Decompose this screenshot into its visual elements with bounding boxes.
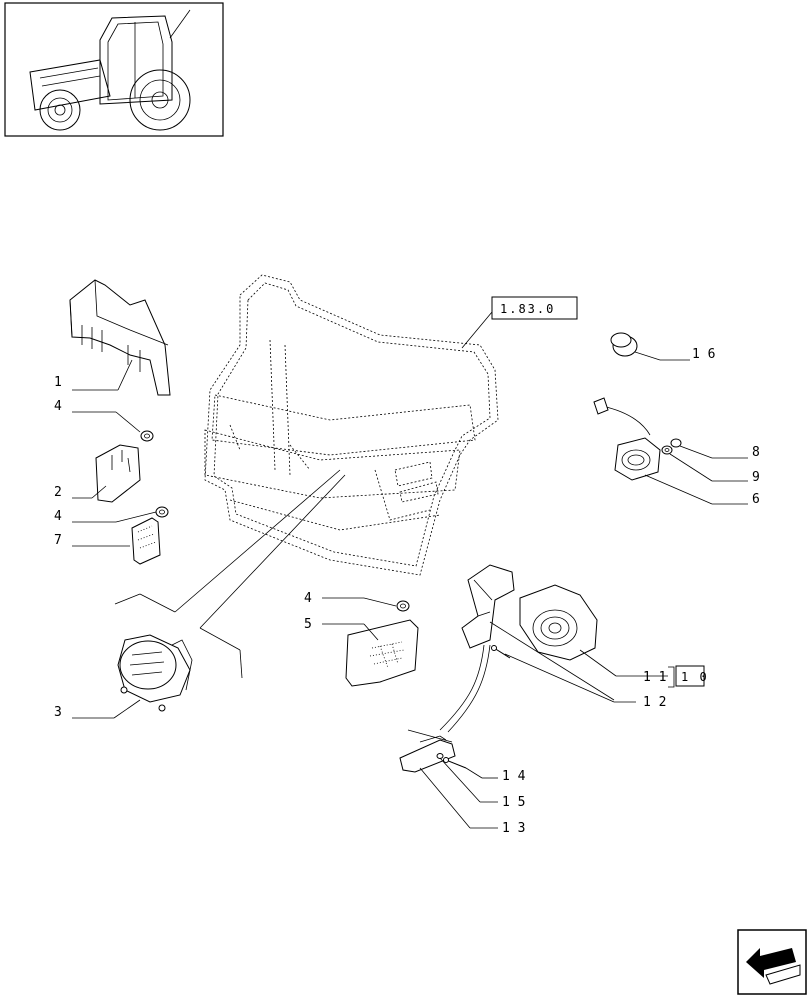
callout-9: 9 [752, 470, 760, 485]
next-page-arrow-icon[interactable] [737, 929, 807, 995]
part-3-work-light[interactable] [117, 634, 193, 712]
callout-11: 1 1 [643, 670, 666, 685]
tractor-thumbnail-icon [4, 2, 224, 137]
callout-15: 1 5 [502, 795, 525, 810]
callout-4c: 4 [304, 591, 312, 606]
group-reference-label: 1 0 [681, 670, 709, 684]
callout-13: 1 3 [502, 821, 525, 836]
callout-1: 1 [54, 375, 62, 390]
cab-frame [204, 274, 499, 576]
callout-3: 3 [54, 705, 62, 720]
callout-14: 1 4 [502, 769, 526, 784]
callout-8: 8 [752, 445, 760, 460]
part-1-guard[interactable] [69, 279, 171, 396]
callout-12: 1 2 [643, 695, 666, 710]
part-5-lens[interactable] [345, 619, 419, 687]
part-2-bracket[interactable] [95, 444, 141, 503]
part-15-washer[interactable] [436, 753, 444, 759]
part-7-lens[interactable] [131, 517, 161, 565]
callout-6: 6 [752, 492, 760, 507]
part-6-side-light[interactable] [593, 397, 661, 481]
callout-16: 1 6 [692, 347, 715, 362]
part-4-washer-c[interactable] [396, 600, 410, 612]
part-4-washer-b[interactable] [155, 506, 169, 518]
part-14-screw[interactable] [443, 757, 467, 769]
cab-frame-reference[interactable]: 1.83.0 [461, 296, 578, 349]
callout-5: 5 [304, 617, 312, 632]
callout-7: 7 [54, 533, 62, 548]
part-8-nut[interactable] [670, 438, 682, 448]
callout-4b: 4 [54, 509, 62, 524]
part-11-rear-lamp[interactable] [519, 584, 598, 661]
group-reference[interactable]: 1 0 [668, 665, 709, 688]
part-12-lamp-bracket[interactable] [439, 564, 515, 733]
part-16-grommet[interactable] [610, 332, 638, 357]
part-9-washer[interactable] [661, 445, 673, 455]
part-12-bolt[interactable] [491, 645, 511, 659]
cab-frame-reference-label: 1.83.0 [500, 302, 555, 316]
callout-4a: 4 [54, 399, 62, 414]
part-13-clamp[interactable] [399, 729, 456, 773]
callout-2: 2 [54, 485, 62, 500]
part-4-washer-a[interactable] [140, 430, 154, 442]
